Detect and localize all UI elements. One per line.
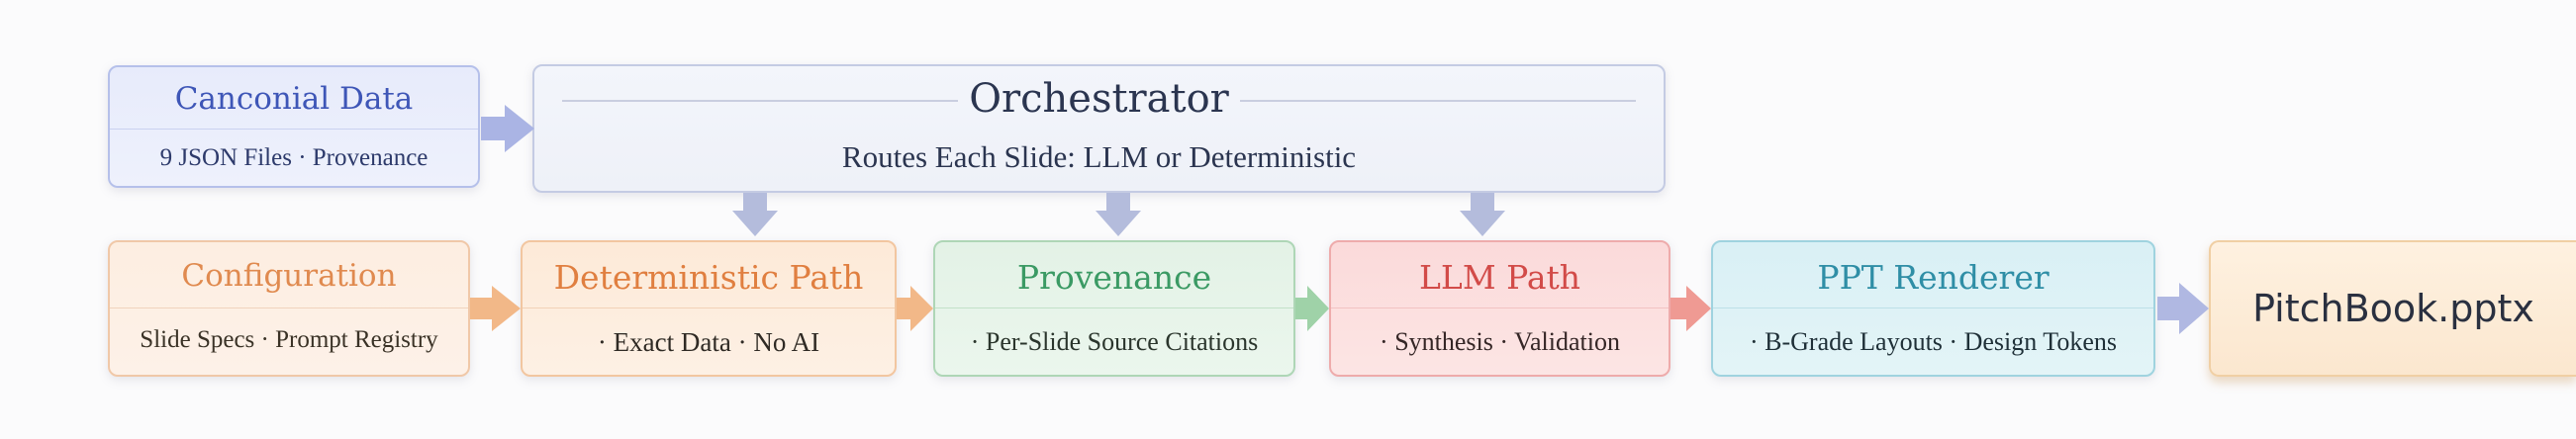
arrow-provenance-to-llm: [1295, 286, 1329, 331]
deterministic-path-divider: [523, 307, 895, 308]
arrow-deterministic-to-provenance-shape: [897, 286, 933, 331]
arrow-canonical-to-orchestrator-shape: [481, 105, 534, 152]
orchestrator-rule-left: [562, 100, 958, 102]
orchestrator-title: Orchestrator: [969, 76, 1229, 122]
ppt-renderer-subtitle: · B-Grade Layouts · Design Tokens: [1749, 327, 2117, 356]
canonical-data-subtitle: 9 JSON Files · Provenance: [159, 144, 429, 171]
arrow-configuration-to-deterministic: [470, 286, 521, 331]
provenance-divider: [935, 307, 1293, 308]
configuration-divider: [110, 307, 468, 308]
pitchbook-output-box: PitchBook.pptx: [2209, 240, 2576, 377]
deterministic-path-subtitle: · Exact Data · No AI: [597, 327, 820, 357]
orchestrator-box: Orchestrator Routes Each Slide: LLM or D…: [532, 64, 1666, 193]
arrow-orchestrator-to-llm-shape: [1460, 193, 1505, 236]
arrow-configuration-to-deterministic-shape: [470, 286, 521, 331]
ppt-renderer-divider: [1713, 307, 2153, 308]
arrow-ppt-renderer-to-output-shape: [2157, 283, 2209, 334]
orchestrator-subtitle: Routes Each Slide: LLM or Deterministic: [841, 139, 1357, 174]
configuration-subtitle: Slide Specs · Prompt Registry: [140, 326, 438, 353]
arrow-orchestrator-to-deterministic-shape: [732, 193, 778, 236]
llm-path-divider: [1331, 307, 1669, 308]
arrow-orchestrator-to-llm: [1460, 193, 1505, 236]
canonical-data-title: Canconial Data: [174, 81, 414, 117]
arrow-canonical-to-orchestrator: [481, 105, 534, 152]
arrow-orchestrator-to-provenance-shape: [1096, 193, 1141, 236]
provenance-box: Provenance · Per-Slide Source Citations: [933, 240, 1295, 377]
llm-path-subtitle: · Synthesis · Validation: [1380, 327, 1620, 356]
arrow-llm-to-ppt-renderer-shape: [1670, 286, 1711, 331]
arrow-orchestrator-to-provenance: [1096, 193, 1141, 236]
deterministic-path-title: Deterministic Path: [553, 258, 864, 297]
ppt-renderer-box: PPT Renderer · B-Grade Layouts · Design …: [1711, 240, 2155, 377]
pitchbook-output-title: PitchBook.pptx: [2252, 287, 2534, 330]
canonical-data-box: Canconial Data 9 JSON Files · Provenance: [108, 65, 480, 188]
llm-path-box: LLM Path · Synthesis · Validation: [1329, 240, 1670, 377]
deterministic-path-box: Deterministic Path · Exact Data · No AI: [521, 240, 897, 377]
orchestrator-rule-right: [1240, 100, 1636, 102]
configuration-title: Configuration: [181, 258, 397, 294]
llm-path-title: LLM Path: [1418, 258, 1581, 297]
provenance-title: Provenance: [1016, 258, 1212, 297]
arrow-orchestrator-to-deterministic: [732, 193, 778, 236]
configuration-box: Configuration Slide Specs · Prompt Regis…: [108, 240, 470, 377]
canonical-data-divider: [110, 129, 478, 130]
provenance-subtitle: · Per-Slide Source Citations: [970, 327, 1259, 356]
arrow-deterministic-to-provenance: [897, 286, 933, 331]
arrow-provenance-to-llm-shape: [1295, 286, 1329, 331]
arrow-ppt-renderer-to-output: [2157, 283, 2209, 334]
arrow-llm-to-ppt-renderer: [1670, 286, 1711, 331]
ppt-renderer-title: PPT Renderer: [1817, 258, 2050, 297]
